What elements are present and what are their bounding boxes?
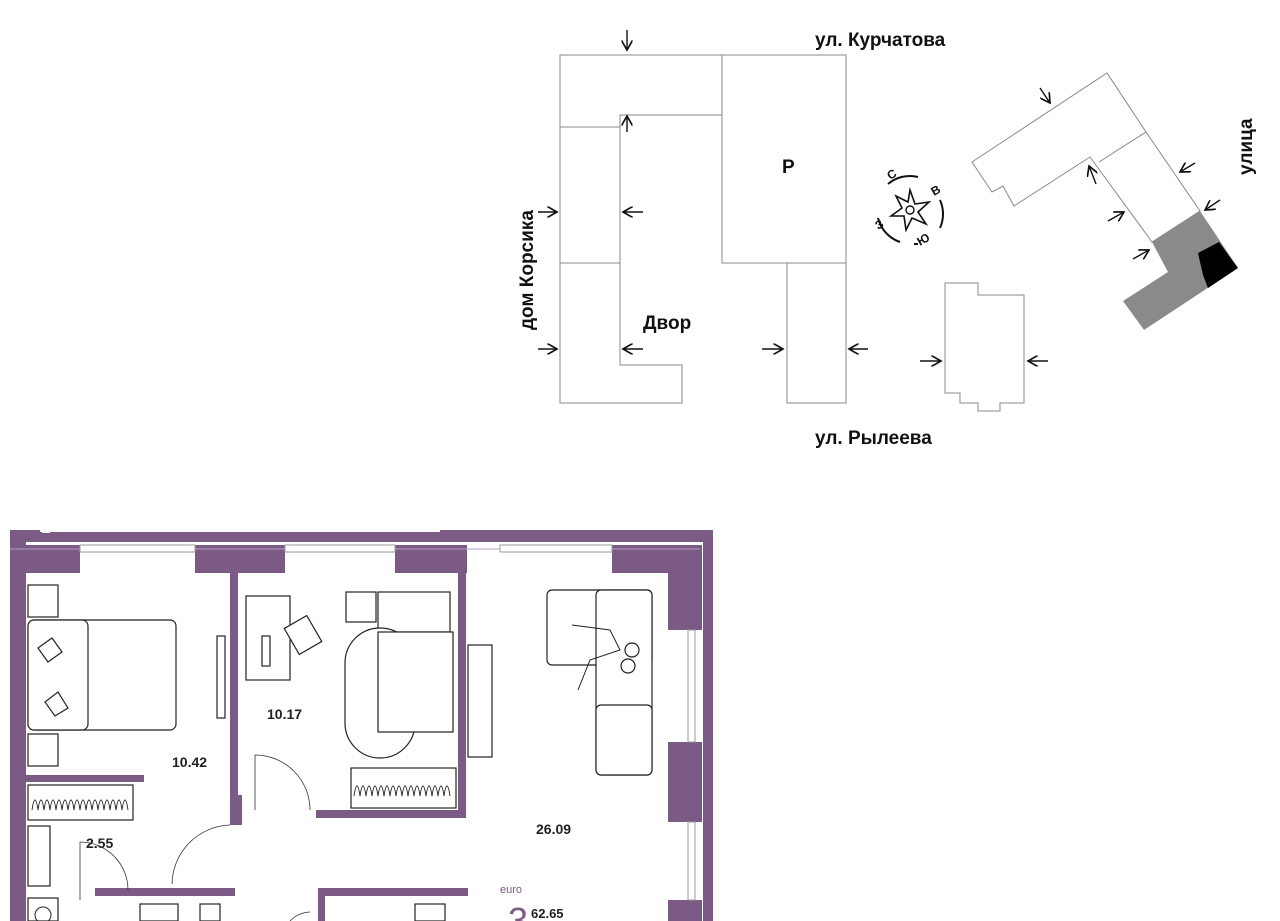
building-bottom-block	[786, 262, 847, 404]
street-right-label: улица	[1236, 118, 1257, 175]
street-top-label: ул. Курчатова	[815, 30, 946, 51]
chair-icon	[283, 614, 323, 656]
compass-icon: С В З Ю	[873, 166, 945, 249]
nightstand-icon	[27, 733, 59, 767]
sofa-bed-icon	[344, 591, 454, 759]
courtyard-label: Двор	[643, 313, 691, 334]
street-bottom-label: ул. Рылеева	[815, 428, 932, 449]
selected-section	[1123, 211, 1238, 330]
neighbor-house-label: дом Корсика	[517, 210, 538, 330]
building-rotated	[971, 72, 1201, 243]
sink-icon	[139, 903, 179, 921]
windows	[79, 544, 696, 901]
selected-apartment-marker	[1198, 242, 1238, 288]
rooms-count: 3	[508, 900, 528, 921]
towel-dryer-icon	[199, 903, 221, 921]
nightstand-icon	[27, 584, 59, 618]
apartment-type: euro	[500, 884, 522, 896]
total-area: 62.65	[531, 906, 564, 921]
tv-icon	[467, 644, 493, 758]
bed-icon	[27, 619, 177, 731]
parking-label: P	[782, 157, 795, 178]
building-left-block	[559, 54, 723, 404]
room-area-bedroom: 10.42	[172, 754, 207, 770]
site-plan: С В З Ю ул. Курчатова ул. Рылеева улица …	[517, 30, 1257, 449]
corner-sofa-icon	[546, 589, 653, 776]
washing-machine-icon	[27, 897, 59, 921]
entrance-arrows	[538, 30, 1221, 361]
fridge-icon	[414, 903, 446, 921]
wardrobe-icon	[27, 784, 134, 887]
building-small	[944, 282, 1025, 412]
nightstand-icon	[345, 591, 377, 623]
compass-east: В	[929, 182, 944, 199]
floor-plan: 10.42 10.17 26.09 2.55 euro 3 62.65	[10, 530, 713, 921]
room-area-wardrobe: 2.55	[86, 835, 113, 851]
compass-north: С	[885, 166, 900, 183]
room-area-study: 10.17	[267, 706, 302, 722]
room-area-living: 26.09	[536, 821, 571, 837]
compass-south: Ю	[915, 230, 933, 248]
tv-icon	[216, 635, 226, 719]
wardrobe-icon	[350, 767, 457, 809]
